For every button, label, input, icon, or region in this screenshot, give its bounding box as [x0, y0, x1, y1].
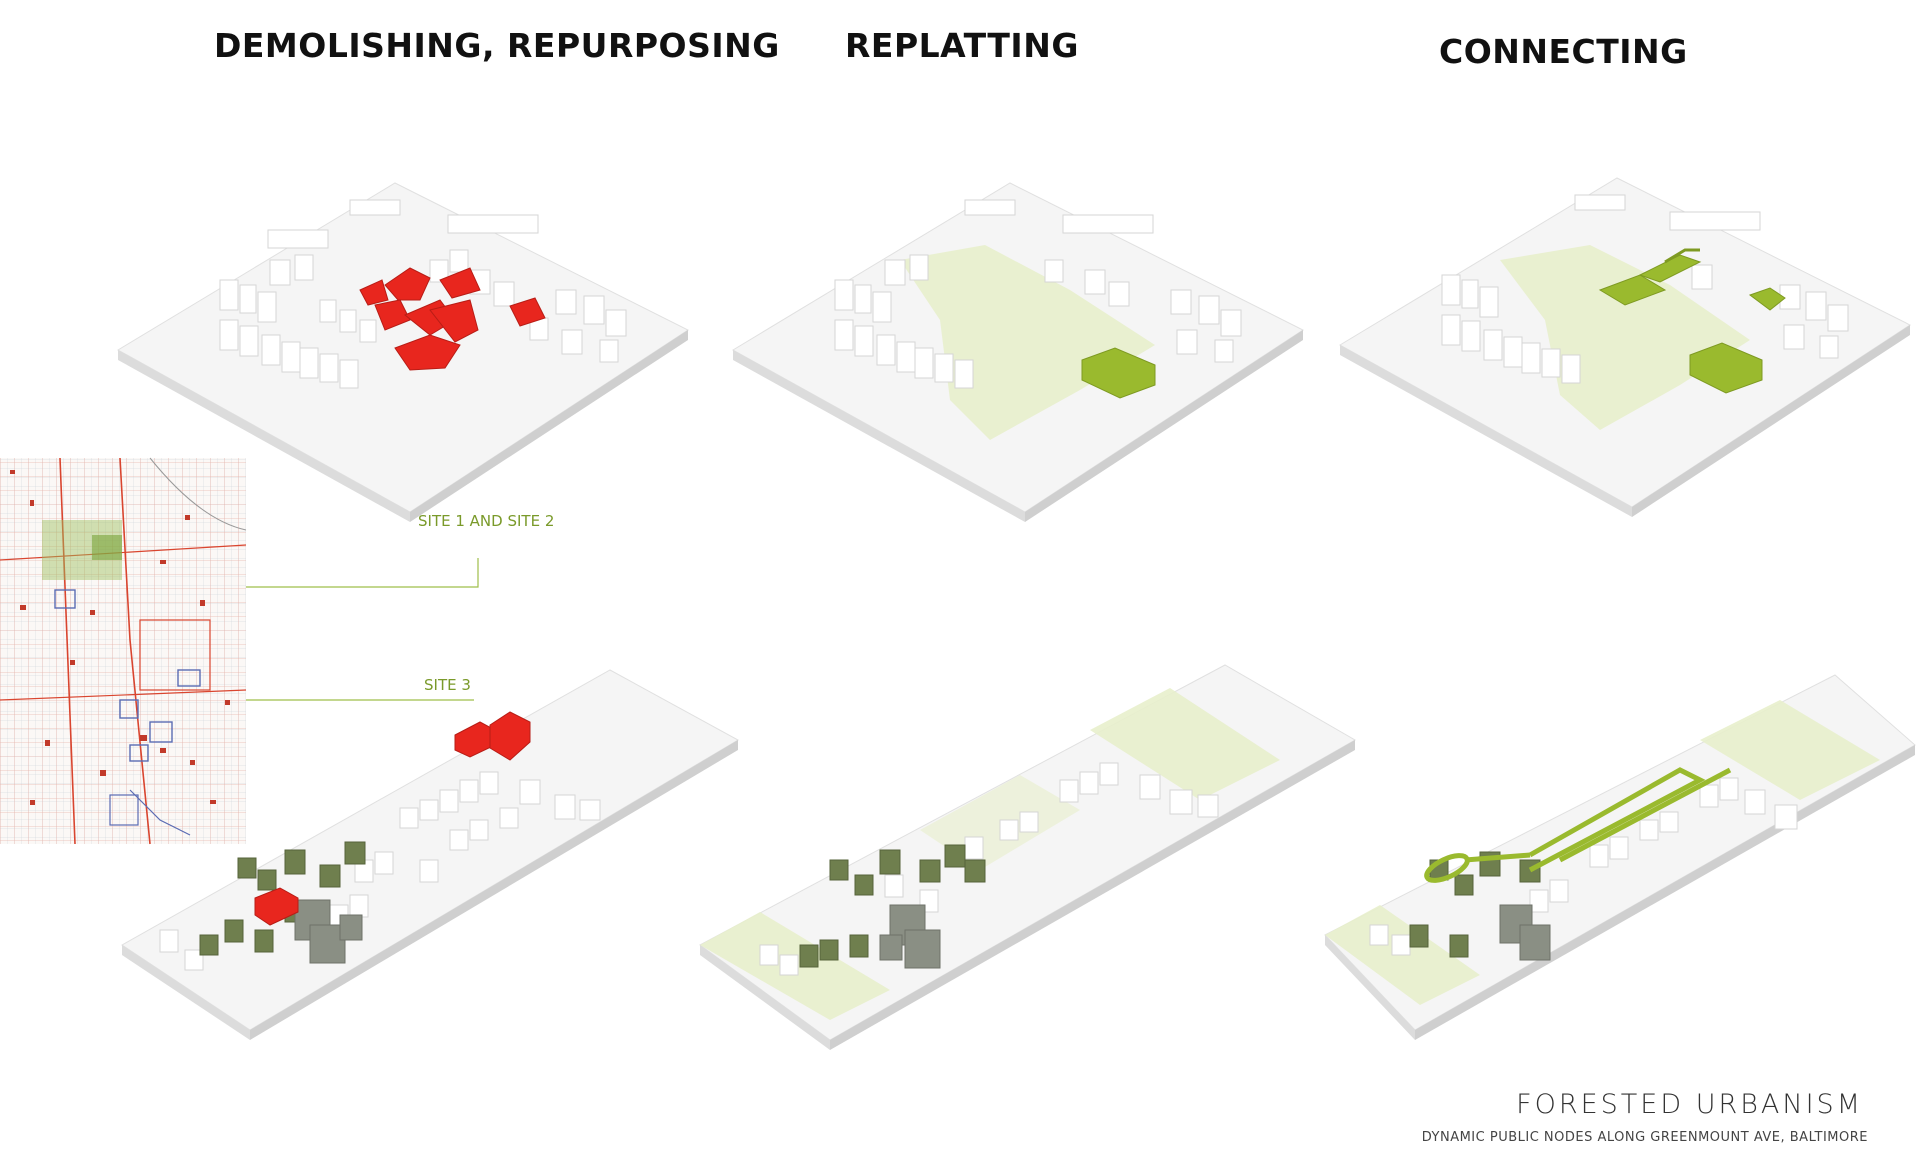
stage-title-replatting: REPLATTING: [845, 26, 1079, 65]
project-subtitle: DYNAMIC PUBLIC NODES ALONG GREENMOUNT AV…: [1421, 1130, 1868, 1145]
stage-title-demolishing: DEMOLISHING, REPURPOSING: [214, 26, 780, 65]
site12-replatting-model: [732, 182, 1305, 522]
site-label-site1-site2: SITE 1 AND SITE 2: [418, 512, 555, 530]
leader-lines: [246, 558, 479, 701]
site12-demolishing-model: [117, 182, 690, 522]
site3-demolishing-model: [121, 669, 740, 1040]
site3-connecting-model: [1324, 674, 1916, 1040]
project-title: FORESTED URBANISM: [1516, 1089, 1863, 1120]
stage-title-connecting: CONNECTING: [1439, 32, 1688, 71]
context-map: [0, 457, 247, 845]
site12-connecting-model: [1339, 177, 1912, 517]
site-label-site3: SITE 3: [424, 676, 471, 694]
site3-replatting-model: [699, 664, 1357, 1050]
